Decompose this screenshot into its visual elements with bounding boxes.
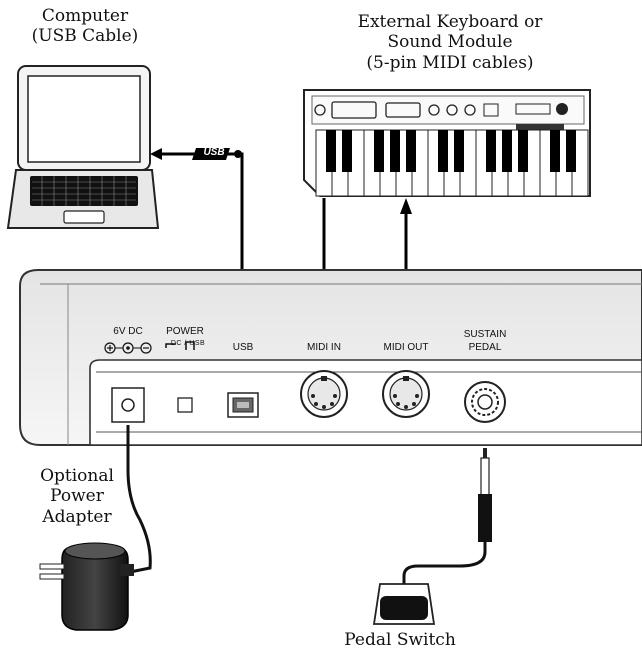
power-adapter-cable — [126, 425, 152, 574]
dc-jack — [111, 387, 145, 423]
dc-polarity-icon — [104, 342, 152, 354]
midi-in-label: MIDI IN — [307, 342, 341, 353]
usb-port — [227, 392, 259, 418]
power-adapter-icon — [39, 542, 134, 631]
power-adapter-label: Optional Power Adapter — [40, 466, 114, 527]
sustain-pedal-label: SUSTAIN PEDAL — [463, 329, 507, 353]
midi-out-port — [382, 370, 430, 418]
external-keyboard-icon — [303, 89, 591, 197]
midi-in-port — [300, 370, 348, 418]
power-port-label: POWER — [166, 326, 204, 337]
midi-out-label: MIDI OUT — [383, 342, 429, 353]
usb-cable-logo: USB — [203, 147, 225, 158]
computer-label: Computer (USB Cable) — [31, 6, 139, 47]
pedal-plug-cable — [402, 448, 492, 584]
laptop-icon — [6, 65, 160, 229]
usb-port-label: USB — [232, 342, 254, 353]
pedal-switch-icon — [372, 583, 436, 625]
pedal-switch-label: Pedal Switch — [344, 630, 456, 650]
power-mode-icon — [165, 341, 195, 350]
dc-port-label: 6V DC — [113, 326, 143, 337]
sustain-pedal-jack — [464, 381, 506, 423]
external-device-label: External Keyboard or Sound Module (5-pin… — [357, 12, 543, 73]
power-mode-label: DC / USB — [170, 340, 206, 347]
power-switch — [177, 397, 193, 413]
